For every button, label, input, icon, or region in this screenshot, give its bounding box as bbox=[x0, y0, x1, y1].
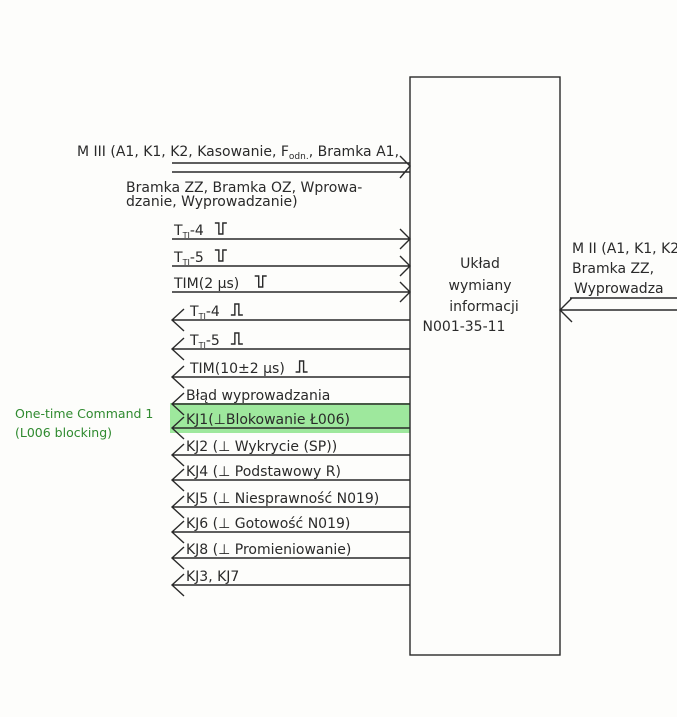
bus-label-line2: Bramka ZZ, Bramka OZ, Wprowa- bbox=[126, 180, 362, 196]
block-label: Układ wymiany informacji N001-35-11 bbox=[423, 256, 519, 335]
signal-out: TTI-5 bbox=[170, 333, 410, 361]
signal-label: TIM(2 µs) bbox=[173, 276, 239, 292]
arrow-left-icon bbox=[170, 468, 410, 492]
block-box bbox=[409, 76, 561, 656]
positive-pulse-icon bbox=[230, 303, 243, 316]
right-input-line: Wyprowadza bbox=[574, 281, 664, 297]
arrow-right-icon bbox=[172, 255, 411, 277]
signal-label: KJ3, KJ7 bbox=[186, 569, 239, 585]
right-input-label: M II (A1, K1, K2, Bramka ZZ, Wyprowadza bbox=[572, 241, 677, 297]
signal-label: KJ6 (⊥ Gotowość N019) bbox=[186, 516, 350, 532]
right-input-line: Bramka ZZ, bbox=[572, 261, 654, 277]
signal-label: KJ4 (⊥ Podstawowy R) bbox=[186, 464, 341, 480]
block-label-line: wymiany bbox=[449, 278, 512, 294]
signal-out: TTI-4 bbox=[170, 304, 410, 332]
bus-arrow bbox=[172, 155, 411, 179]
signal-label: KJ2 (⊥ Wykrycie (SP)) bbox=[186, 439, 337, 455]
negative-pulse-icon bbox=[214, 222, 227, 235]
signal-out: KJ4 (⊥ Podstawowy R) bbox=[170, 464, 410, 492]
signal-out: KJ2 (⊥ Wykrycie (SP)) bbox=[170, 439, 410, 467]
signal-label: KJ1(⊥Blokowanie Ł006) bbox=[186, 412, 350, 428]
arrow-left-icon bbox=[170, 443, 410, 467]
signal-in: TIM(2 µs) bbox=[172, 276, 411, 303]
signal-out: TIM(10±2 µs) bbox=[170, 361, 410, 389]
positive-pulse-icon bbox=[230, 332, 243, 345]
signal-label: TTI-5 bbox=[173, 250, 204, 267]
annotation-line: One-time Command 1 bbox=[15, 406, 154, 421]
signal-out: KJ5 (⊥ Niesprawność N019) bbox=[170, 491, 410, 519]
signal-label: TTI-5 bbox=[189, 333, 220, 350]
arrow-left-icon bbox=[170, 573, 410, 597]
right-input-line: M II (A1, K1, K2, bbox=[572, 241, 677, 257]
annotation: One-time Command 1 (L006 blocking) bbox=[15, 404, 153, 442]
arrow-left-icon bbox=[170, 495, 410, 519]
signal-label: Błąd wyprowadzania bbox=[186, 388, 330, 404]
right-input-arrow bbox=[559, 297, 677, 323]
arrow-right-icon bbox=[172, 228, 411, 250]
annotation-line: (L006 blocking) bbox=[15, 425, 113, 440]
signal-out: KJ8 (⊥ Promieniowanie) bbox=[170, 542, 410, 570]
arrow-left-icon bbox=[170, 337, 410, 361]
signal-in: TTI-4 bbox=[172, 223, 411, 250]
signal-out: KJ3, KJ7 bbox=[170, 569, 410, 597]
bus-label-line1: M III (A1, K1, K2, Kasowanie, Fodn., Bra… bbox=[77, 144, 399, 162]
arrow-left-icon bbox=[170, 416, 410, 440]
block-label-line: informacji bbox=[449, 299, 518, 315]
arrow-left-icon bbox=[170, 546, 410, 570]
bus-label-line3: dzanie, Wyprowadzanie) bbox=[126, 194, 298, 210]
arrow-left-icon bbox=[170, 520, 410, 544]
arrow-left-icon bbox=[170, 392, 410, 416]
positive-pulse-icon bbox=[295, 360, 308, 373]
signal-in: TTI-5 bbox=[172, 250, 411, 277]
signal-label: TTI-4 bbox=[173, 223, 204, 240]
signal-label: TTI-4 bbox=[189, 304, 220, 321]
arrow-left-icon bbox=[170, 365, 410, 389]
signal-out: Błąd wyprowadzania bbox=[170, 388, 410, 416]
block-label-line: N001-35-11 bbox=[423, 319, 506, 335]
arrow-left-icon bbox=[170, 308, 410, 332]
signal-label: TIM(10±2 µs) bbox=[189, 361, 285, 377]
signal-out: KJ1(⊥Blokowanie Ł006) bbox=[170, 412, 410, 440]
negative-pulse-icon bbox=[254, 275, 267, 288]
negative-pulse-icon bbox=[214, 249, 227, 262]
signal-out: KJ6 (⊥ Gotowość N019) bbox=[170, 516, 410, 544]
block-label-line: Układ bbox=[460, 256, 500, 272]
signal-label: KJ8 (⊥ Promieniowanie) bbox=[186, 542, 351, 558]
arrow-right-icon bbox=[172, 281, 411, 303]
signal-label: KJ5 (⊥ Niesprawność N019) bbox=[186, 491, 379, 507]
